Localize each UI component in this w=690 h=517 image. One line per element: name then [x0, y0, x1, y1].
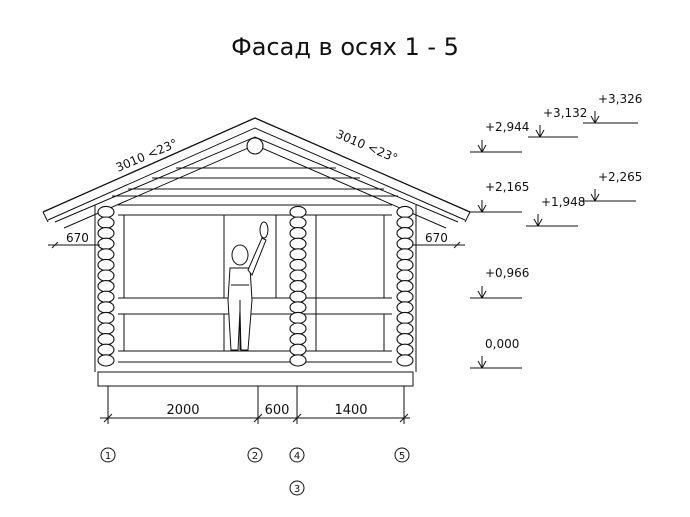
dim-1400: 1400 — [334, 403, 367, 418]
level-marks — [470, 111, 638, 369]
wall — [94, 204, 417, 387]
gable-logs — [112, 167, 398, 197]
dim-2000: 2000 — [166, 403, 199, 418]
log-end — [396, 333, 414, 346]
log-end — [97, 280, 115, 293]
log-end — [396, 343, 414, 356]
log-end — [97, 216, 115, 229]
log-end — [97, 354, 115, 367]
person-figure — [227, 221, 269, 351]
overhang-left-label: 670 — [66, 231, 89, 245]
log-end — [396, 248, 414, 261]
log-end — [396, 322, 414, 335]
axis-markers — [100, 447, 410, 496]
log-end — [289, 311, 307, 325]
dim-600: 600 — [265, 403, 290, 418]
log-end — [97, 269, 115, 282]
log-end — [289, 280, 307, 293]
log-end — [396, 311, 414, 325]
log-end — [396, 269, 414, 282]
level-1948: +1,948 — [541, 195, 585, 209]
log-end — [289, 354, 307, 367]
axis-3-label: 3 — [294, 484, 300, 495]
level-3326: +3,326 — [598, 92, 642, 106]
log-end — [289, 227, 307, 240]
level-0966: +0,966 — [485, 266, 529, 280]
log-end — [396, 354, 414, 367]
log-end — [97, 343, 115, 356]
log-end — [97, 205, 115, 219]
bottom-dimension-line — [100, 386, 410, 424]
overhang-right-label: 670 — [425, 231, 448, 245]
level-3132: +3,132 — [543, 106, 587, 120]
log-end — [289, 333, 307, 346]
log-end — [97, 258, 115, 272]
ridge-log — [246, 137, 264, 155]
log-end — [289, 258, 307, 272]
level-2944: +2,944 — [485, 120, 529, 134]
log-end — [289, 290, 307, 303]
log-end — [396, 258, 414, 272]
drawing-title: Фасад в осях 1 - 5 — [231, 33, 459, 61]
log-end — [289, 237, 307, 250]
log-end — [396, 280, 414, 293]
axis-1-label: 1 — [105, 451, 111, 462]
log-end — [97, 311, 115, 325]
log-end — [97, 248, 115, 261]
axis-4-label: 4 — [294, 451, 300, 462]
log-end — [97, 290, 115, 303]
log-end — [289, 343, 307, 356]
log-end — [396, 205, 414, 219]
log-end — [396, 216, 414, 229]
log-end — [289, 322, 307, 335]
log-end — [396, 290, 414, 303]
log-end — [396, 227, 414, 240]
log-end — [289, 216, 307, 229]
log-end — [396, 237, 414, 250]
log-end — [396, 301, 414, 314]
log-columns — [97, 205, 414, 367]
log-end — [97, 333, 115, 346]
log-end — [97, 301, 115, 314]
log-end — [289, 269, 307, 282]
log-end — [289, 205, 307, 219]
log-end — [289, 248, 307, 261]
log-end — [97, 237, 115, 250]
axis-5-label: 5 — [399, 451, 405, 462]
overhang-dims — [48, 241, 465, 249]
log-end — [97, 227, 115, 240]
axis-2-label: 2 — [252, 451, 258, 462]
log-end — [97, 322, 115, 335]
log-end — [289, 301, 307, 314]
level-2265: +2,265 — [598, 170, 642, 184]
roof-right-label: 3010 <23° — [334, 127, 400, 166]
level-0000: 0,000 — [485, 337, 519, 351]
level-2165: +2,165 — [485, 180, 529, 194]
